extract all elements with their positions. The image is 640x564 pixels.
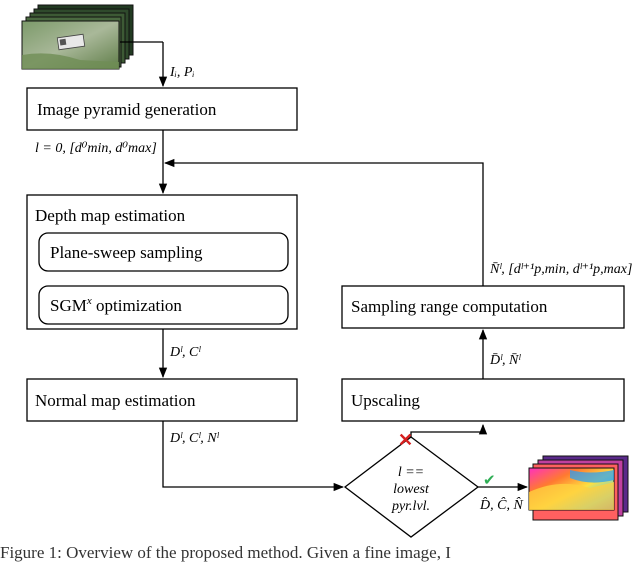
no-mark-icon: ✕: [398, 430, 413, 450]
normal-box: Normal map estimation: [26, 378, 298, 422]
pyramid-box-label: Image pyramid generation: [37, 100, 217, 119]
aerial-image-stack-icon: [21, 4, 134, 70]
decision-line-3: pyr.lvl.: [391, 499, 430, 514]
pyramid-box: Image pyramid generation: [26, 87, 298, 131]
decision-line-2: lowest: [393, 482, 430, 497]
sampling-range-box-label: Sampling range computation: [351, 297, 548, 316]
figure-caption: Figure 1: Overview of the proposed metho…: [0, 543, 640, 563]
upscaled-label: D̄ˡ, N̄ˡ: [489, 353, 521, 368]
yes-mark-icon: ✔: [483, 473, 496, 489]
upscaling-box: Upscaling: [341, 378, 625, 422]
sgm-box: [38, 285, 289, 325]
caption-text: Overview of the proposed method. Given a…: [61, 543, 451, 562]
figure-number: Figure 1:: [0, 543, 62, 562]
depth-output-label: Dˡ, Cˡ: [169, 345, 201, 360]
normal-box-label: Normal map estimation: [35, 391, 196, 410]
depth-map-stack-icon: [528, 455, 629, 521]
decision-line-1: l ==: [398, 465, 424, 480]
init-label: l = 0, [d⁰min, d⁰max]: [35, 141, 157, 156]
final-output-label: D̂, Ĉ, N̂: [479, 496, 523, 513]
input-label: Iᵢ, Pᵢ: [169, 65, 195, 80]
depth-box-title: Depth map estimation: [35, 206, 186, 225]
upscaling-box-label: Upscaling: [351, 391, 420, 410]
normal-output-label: Dˡ, Cˡ, Nˡ: [169, 431, 220, 446]
plane-sweep-box: [38, 232, 289, 272]
decision-diamond: l == lowest pyr.lvl.: [343, 436, 480, 538]
plane-sweep-label: Plane-sweep sampling: [50, 243, 203, 262]
range-output-label: N̄ˡ, [dˡ⁺¹p,min, dˡ⁺¹p,max]: [489, 262, 632, 277]
sgm-label: SGMx optimization: [50, 295, 182, 315]
depth-box: Depth map estimation Plane-sweep samplin…: [26, 194, 298, 330]
sampling-range-box: Sampling range computation: [341, 285, 625, 329]
